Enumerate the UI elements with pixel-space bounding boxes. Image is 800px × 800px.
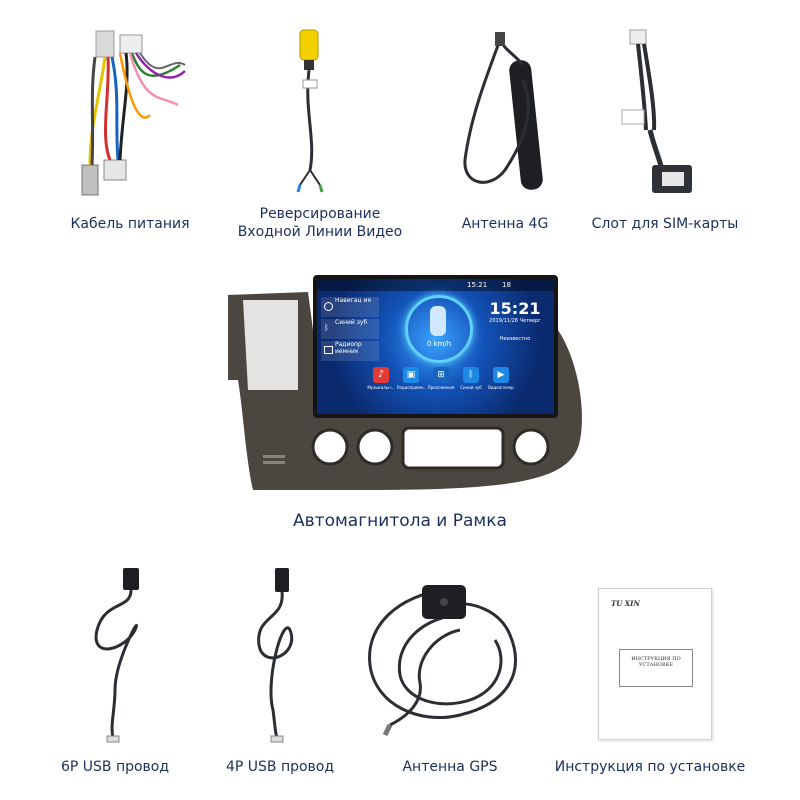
app-bar: ♪ Музыкальн... ▣ Радиоприем... ⊞ Приложе… bbox=[367, 367, 517, 407]
speed-gauge: 0 km/h bbox=[405, 295, 473, 363]
caption-reverse-line1: Реверсирование bbox=[259, 206, 381, 222]
clock-time: 15:21 bbox=[489, 299, 541, 318]
rca-cable-image bbox=[296, 29, 324, 193]
usb-6p-item bbox=[85, 560, 165, 745]
app-apps[interactable]: ⊞ Приложения bbox=[427, 367, 455, 390]
caption-reverse-line2: Входной Линии Видео bbox=[237, 224, 403, 240]
speed-unit: km/h bbox=[433, 340, 452, 348]
menu-radio[interactable]: Радиопр иемник bbox=[321, 341, 379, 361]
caption-sim-slot: Слот для SIM-карты bbox=[591, 216, 739, 232]
head-unit-with-frame: 15:21 18 Навигац ия ᛒ Синий зуб Радиопр … bbox=[218, 270, 588, 495]
media-info: Неизвестно bbox=[499, 336, 531, 342]
antenna-4g-item bbox=[445, 20, 575, 200]
app-video-label: Видеоплеер bbox=[488, 385, 514, 390]
head-unit-screen[interactable]: 15:21 18 Навигац ия ᛒ Синий зуб Радиопр … bbox=[313, 275, 558, 418]
usb-6p-cable-image bbox=[94, 568, 139, 743]
app-video[interactable]: ▶ Видеоплеер bbox=[487, 367, 515, 390]
caption-usb-4p: 4P USB провод bbox=[225, 759, 335, 775]
bluetooth-icon: ᛒ bbox=[463, 367, 479, 383]
app-music[interactable]: ♪ Музыкальн... bbox=[367, 367, 395, 390]
speed-value: 0 km/h bbox=[408, 340, 470, 348]
sim-slot-image bbox=[621, 29, 692, 193]
sim-slot-item bbox=[610, 20, 710, 200]
caption-manual: Инструкция по установке bbox=[554, 759, 746, 775]
app-music-label: Музыкальн... bbox=[367, 385, 395, 390]
antenna-4g-image bbox=[463, 32, 543, 190]
app-bluetooth-label: Синий зуб bbox=[460, 385, 482, 390]
left-menu: Навигац ия ᛒ Синий зуб Радиопр иемник bbox=[321, 297, 379, 361]
bluetooth-small-icon: ᛒ bbox=[324, 323, 329, 332]
caption-gps: Антенна GPS bbox=[402, 759, 498, 775]
menu-bluetooth-label: Синий зуб bbox=[335, 319, 368, 326]
video-icon: ▶ bbox=[493, 367, 509, 383]
app-bluetooth[interactable]: ᛒ Синий зуб bbox=[457, 367, 485, 390]
radio-icon: ▣ bbox=[403, 367, 419, 383]
app-apps-label: Приложения bbox=[427, 385, 455, 390]
clock-widget: 15:21 2019/11/28 Четверг Неизвестно bbox=[482, 299, 548, 342]
navigation-icon bbox=[324, 302, 333, 311]
gps-antenna-image bbox=[368, 585, 518, 737]
reverse-video-cable-item bbox=[270, 20, 360, 200]
manual-title-line1: ИНСТРУКЦИЯ ПО bbox=[631, 656, 681, 662]
installation-manual-item: TU XIN ИНСТРУКЦИЯ ПО УСТАНОВКЕ bbox=[598, 588, 712, 740]
status-extra: 18 bbox=[502, 281, 511, 289]
status-time: 15:21 bbox=[467, 281, 488, 289]
menu-navigation[interactable]: Навигац ия bbox=[321, 297, 379, 317]
clock-date: 2019/11/28 Четверг bbox=[489, 318, 541, 324]
app-radio-label: Радиоприем... bbox=[397, 385, 427, 390]
manual-brand: TU XIN bbox=[611, 599, 640, 608]
menu-navigation-label: Навигац ия bbox=[335, 297, 371, 304]
gps-antenna-item bbox=[360, 575, 530, 745]
caption-antenna-4g: Антенна 4G bbox=[461, 216, 549, 232]
radio-small-icon bbox=[324, 346, 333, 354]
caption-usb-6p: 6P USB провод bbox=[60, 759, 170, 775]
apps-grid-icon: ⊞ bbox=[433, 367, 449, 383]
status-bar: 15:21 18 bbox=[317, 279, 554, 291]
menu-radio-label: Радиопр иемник bbox=[335, 341, 362, 355]
power-cable-image bbox=[81, 30, 186, 196]
usb-4p-item bbox=[245, 560, 325, 745]
caption-head-unit: Автомагнитола и Рамка bbox=[293, 511, 507, 531]
usb-4p-cable-image bbox=[257, 568, 294, 743]
caption-power-cable: Кабель питания bbox=[70, 216, 190, 232]
caption-reverse-video: Реверсирование Входной Линии Видео bbox=[230, 205, 410, 241]
menu-bluetooth[interactable]: ᛒ Синий зуб bbox=[321, 319, 379, 339]
car-icon bbox=[430, 306, 446, 336]
manual-title-line2: УСТАНОВКЕ bbox=[638, 662, 674, 668]
power-cable-item bbox=[60, 15, 210, 205]
app-radio[interactable]: ▣ Радиоприем... bbox=[397, 367, 427, 390]
speed-number: 0 bbox=[426, 340, 432, 348]
music-icon: ♪ bbox=[373, 367, 389, 383]
manual-title-box: ИНСТРУКЦИЯ ПО УСТАНОВКЕ bbox=[619, 649, 693, 687]
